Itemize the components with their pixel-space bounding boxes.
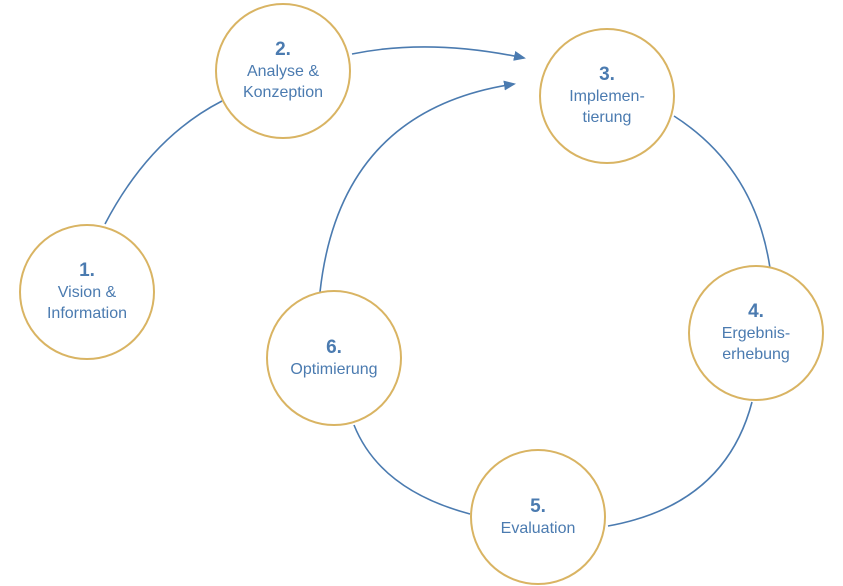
edge-4-to-5: [607, 401, 753, 527]
step-2-label-line-2: Konzeption: [242, 84, 324, 101]
step-3-label-line-1: Implemen-: [569, 88, 645, 105]
step-4-label-line-1: Ergebnis-: [721, 325, 791, 342]
step-4-label-line-2: erhebung: [722, 346, 790, 363]
step-6-node: 6. Optimierung: [266, 290, 402, 426]
step-6-label-line-1: Optimierung: [290, 360, 378, 378]
step-3-label-line-2: tierung: [582, 109, 632, 126]
step-3-node: 3. Implemen- tierung: [539, 28, 675, 164]
step-1-node: 1. Vision & Information: [19, 224, 155, 360]
step-4-number: 4.: [748, 301, 764, 322]
step-5-label-line-1: Evaluation: [500, 519, 576, 537]
edge-5-to-6: [353, 424, 471, 515]
step-3-number: 3.: [599, 64, 615, 85]
edge-3-to-4: [673, 115, 771, 269]
edge-1-to-2: [104, 100, 223, 225]
step-2-number: 2.: [275, 39, 291, 60]
step-4-node: 4. Ergebnis- erhebung: [688, 265, 824, 401]
edge-2-to-3: [351, 46, 526, 61]
step-5-number: 5.: [530, 495, 546, 517]
step-1-number: 1.: [79, 260, 95, 281]
edge-6-to-3: [319, 80, 516, 293]
step-2-label-line-1: Analyse &: [246, 63, 320, 80]
step-2-node: 2. Analyse & Konzeption: [215, 3, 351, 139]
step-6-number: 6.: [326, 336, 342, 358]
step-1-label-line-1: Vision &: [57, 284, 117, 301]
step-5-node: 5. Evaluation: [470, 449, 606, 585]
step-1-label-line-2: Information: [46, 305, 128, 322]
